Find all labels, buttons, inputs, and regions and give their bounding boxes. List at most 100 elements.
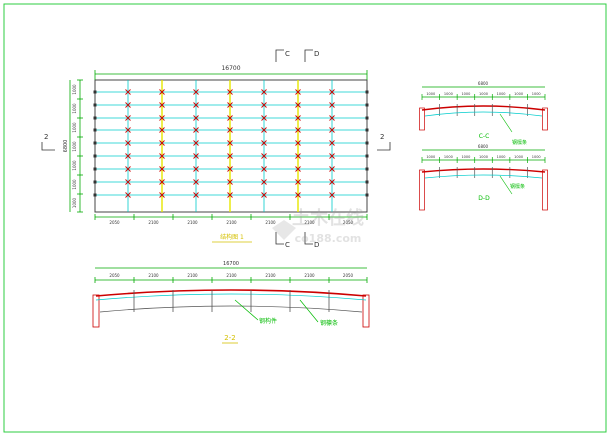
plan-brace-mark — [227, 127, 233, 133]
plan-brace-mark — [295, 166, 301, 172]
plan-brace-mark — [125, 153, 131, 159]
plan-brace-mark — [159, 140, 165, 146]
section-d-marker-top — [304, 49, 313, 62]
watermark-text-cn: 土木在线 — [292, 207, 364, 229]
plan-brace-mark — [159, 166, 165, 172]
section-c-marker-top — [275, 49, 284, 62]
secdd-dim-value: 1000 — [532, 155, 541, 159]
plan-column — [365, 141, 369, 145]
plan-title: 结构图 1 — [220, 233, 244, 241]
plan-brace-mark — [329, 166, 335, 172]
section-d-label-top: D — [314, 50, 319, 58]
plan-brace-mark — [159, 192, 165, 198]
plan-brace-mark — [261, 166, 267, 172]
plan-bottom-dim-value: 2100 — [226, 220, 237, 225]
plan-left-dim-value: 1000 — [72, 160, 77, 171]
seccc-column — [542, 107, 548, 131]
seccc-dim-value: 1000 — [514, 92, 523, 96]
plan-left-dim-value: 1000 — [72, 197, 77, 208]
plan-column — [365, 103, 369, 107]
seccc-roof — [421, 105, 546, 111]
plan-brace-mark — [261, 115, 267, 121]
plan-brace-mark — [193, 102, 199, 108]
section-2-label-right: 2 — [380, 133, 384, 141]
plan-grid — [93, 80, 369, 212]
plan-brace-mark — [227, 102, 233, 108]
seccc-dim-value: 1000 — [497, 92, 506, 96]
plan-brace-mark — [125, 115, 131, 121]
plan-overall-dim: 16700 — [221, 65, 240, 72]
plan-column — [365, 180, 369, 184]
seccc-leader — [499, 113, 513, 133]
plan-brace-mark — [295, 102, 301, 108]
plan-brace-mark — [159, 89, 165, 95]
plan-brace-mark — [193, 89, 199, 95]
secdd-dim-value: 1000 — [479, 155, 488, 159]
plan-left-dim-value: 1000 — [72, 84, 77, 95]
plan-bottom-dim-value: 2100 — [265, 220, 276, 225]
section-2-marker-left — [41, 142, 55, 151]
plan-brace-mark — [193, 179, 199, 185]
sec22-column — [362, 294, 370, 328]
plan-brace-mark — [227, 89, 233, 95]
secdd-structure — [419, 167, 548, 211]
plan-brace-mark — [125, 127, 131, 133]
plan-brace-mark — [159, 179, 165, 185]
secdd-column — [419, 169, 425, 211]
plan-brace-mark — [261, 153, 267, 159]
seccc-overall-dim: 6800 — [478, 81, 489, 86]
plan-bottom-dim-value: 2050 — [343, 220, 354, 225]
plan-brace-mark — [193, 140, 199, 146]
plan-column — [93, 180, 97, 184]
plan-brace-mark — [193, 192, 199, 198]
plan-brace-mark — [227, 166, 233, 172]
plan-brace-mark — [329, 89, 335, 95]
plan-brace-mark — [261, 192, 267, 198]
plan-brace-mark — [261, 102, 267, 108]
section-2-marker-right — [377, 142, 391, 151]
plan-brace-mark — [125, 166, 131, 172]
plan-brace-mark — [329, 115, 335, 121]
section-d-marker-bottom — [304, 232, 313, 245]
plan-brace-mark — [159, 115, 165, 121]
sec22-bottom-chord — [99, 305, 363, 313]
plan-column — [93, 141, 97, 145]
sec22-dim-value: 2100 — [187, 273, 198, 278]
plan-outline — [94, 79, 368, 213]
section-d-label-bottom: D — [314, 241, 319, 249]
plan-brace-mark — [261, 89, 267, 95]
plan-brace-mark — [329, 179, 335, 185]
plan-brace-mark — [329, 153, 335, 159]
plan-brace-mark — [125, 89, 131, 95]
plan-left-dim-value: 1000 — [72, 141, 77, 152]
plan-column — [93, 116, 97, 120]
sec22-column — [92, 294, 100, 328]
sec22-dim-value: 2100 — [304, 273, 315, 278]
sec22-dim-value: 2100 — [226, 273, 237, 278]
plan-column — [93, 128, 97, 132]
plan-left-dim-value: 1000 — [72, 122, 77, 133]
sheet-border — [3, 3, 607, 433]
sec22-title: 2-2 — [224, 334, 235, 342]
plan-column — [93, 167, 97, 171]
plan-column — [93, 154, 97, 158]
plan-brace-mark — [193, 166, 199, 172]
sec22-dim-value: 2050 — [109, 273, 120, 278]
secdd-leader — [499, 175, 513, 195]
sec22-roof — [95, 289, 367, 297]
plan-brace-mark — [125, 102, 131, 108]
plan-left-dim-value: 1000 — [72, 179, 77, 190]
plan-column — [93, 90, 97, 94]
plan-brace-mark — [329, 140, 335, 146]
plan-brace-mark — [193, 127, 199, 133]
plan-brace-mark — [295, 179, 301, 185]
secdd-title: D-D — [478, 195, 490, 202]
seccc-dim-value: 1000 — [426, 92, 435, 96]
plan-brace-mark — [261, 127, 267, 133]
sec22-leader — [299, 299, 319, 323]
